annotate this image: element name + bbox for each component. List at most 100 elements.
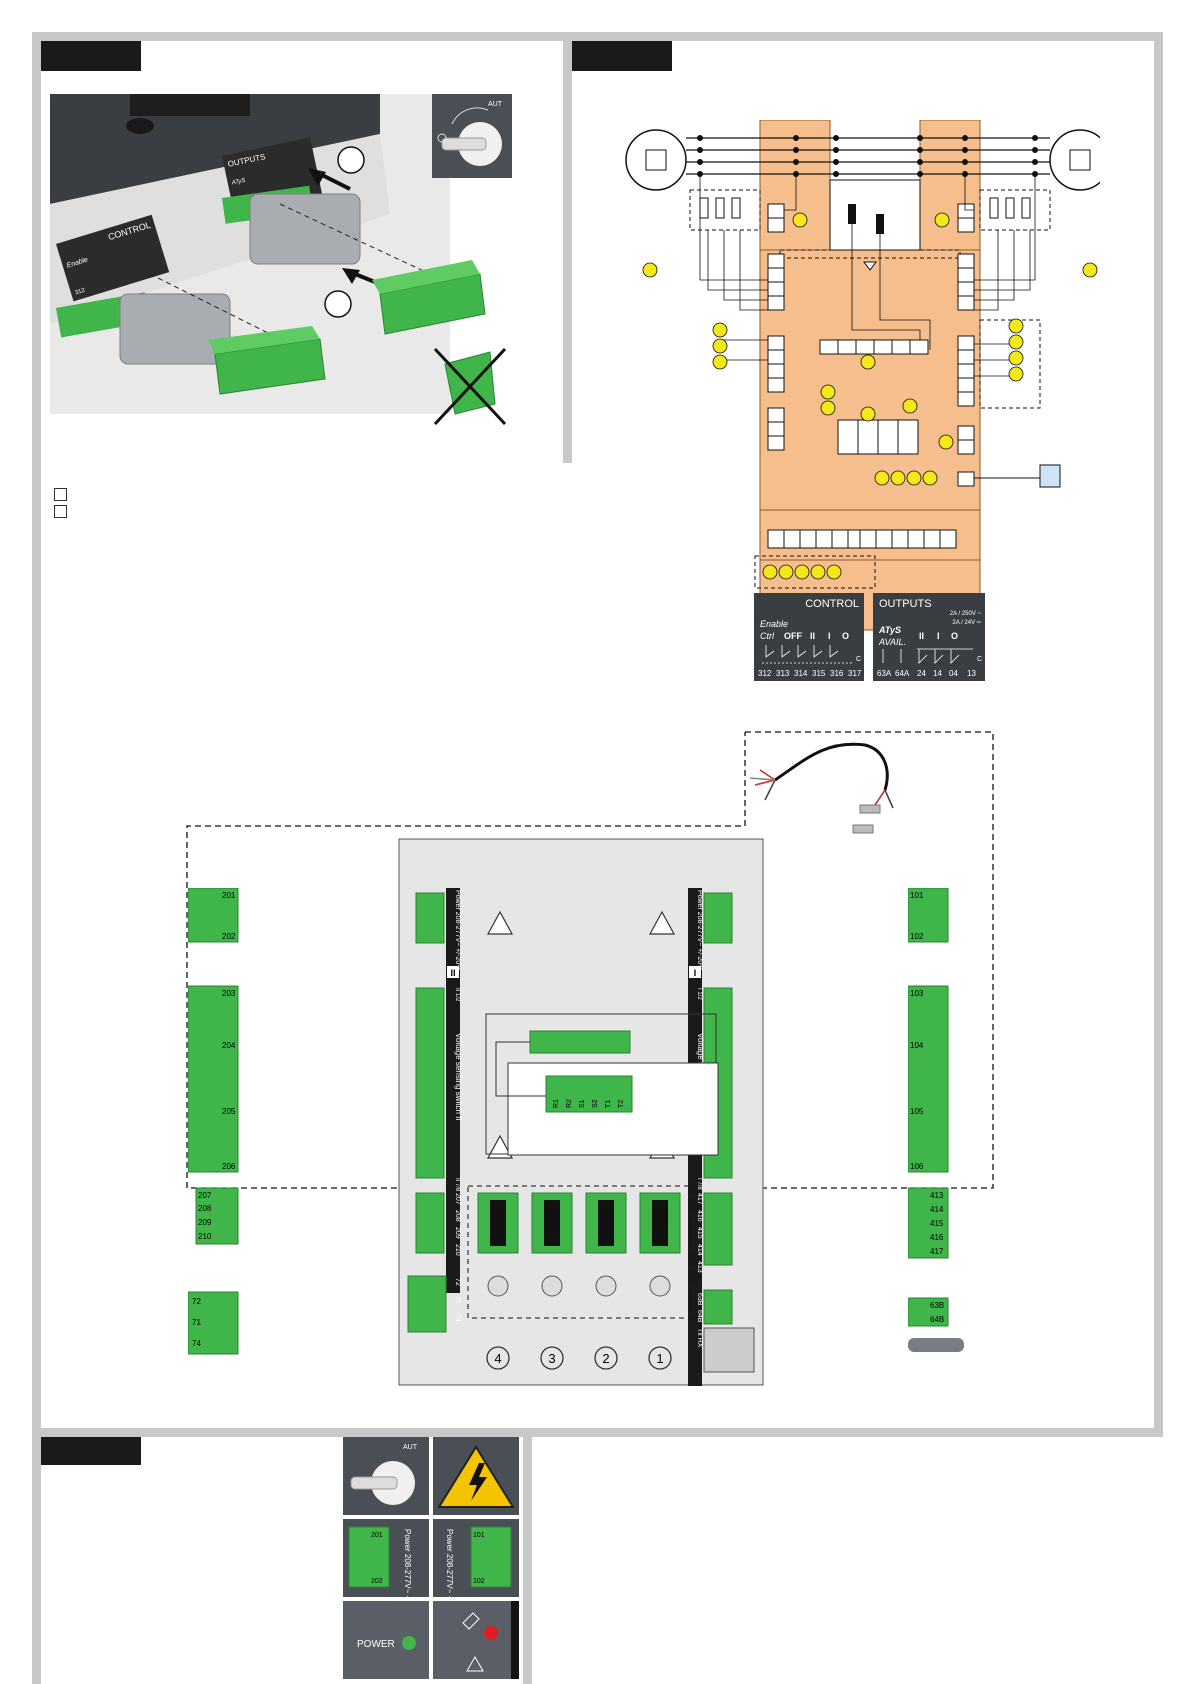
svg-text:T1: T1 (605, 1100, 612, 1108)
svg-text:S1: S1 (579, 1099, 586, 1108)
top-left-panel-label (41, 41, 141, 71)
svg-text:II 7/8: II 7/8 (454, 1178, 460, 1192)
svg-text:II 1/2: II 1/2 (454, 988, 460, 1002)
svg-text:O: O (842, 631, 849, 641)
wrong-plug-crossed (433, 347, 507, 426)
svg-text:04: 04 (949, 669, 958, 678)
svg-text:102: 102 (910, 932, 924, 941)
remote-display-icon (1039, 464, 1061, 488)
warning-icon-1 (486, 910, 514, 935)
terminal-101-102 (908, 888, 949, 943)
terminal-207-210 (195, 1187, 239, 1245)
svg-text:AUT: AUT (488, 101, 503, 108)
svg-text:Power 208-277V~ +/-20%: Power 208-277V~ +/-20% (445, 1529, 454, 1621)
dashed-wiring-outline (186, 731, 994, 1189)
svg-text:210: 210 (454, 1244, 461, 1256)
svg-text:72: 72 (192, 1297, 201, 1306)
svg-text:314: 314 (794, 669, 808, 678)
svg-text:13: 13 (967, 669, 976, 678)
svg-text:201: 201 (371, 1532, 383, 1539)
svg-text:208: 208 (198, 1204, 212, 1213)
svg-text:AVAIL.: AVAIL. (878, 637, 906, 647)
svg-text:OFF: OFF (784, 631, 802, 641)
svg-text:105: 105 (910, 1107, 924, 1116)
connector-installation-illustration: CONTROL Enable 312 OUTPUTS ATyS 63A (50, 94, 507, 426)
svg-text:209: 209 (454, 1227, 461, 1239)
svg-text:206: 206 (222, 1162, 236, 1171)
green-plug-lower[interactable] (208, 326, 326, 395)
terminal-201-202 (188, 888, 239, 943)
terminal-413-417 (908, 1187, 949, 1259)
right-terminal-blocks: 101 102 103 104 105 106 413 414 415 416 … (908, 888, 964, 1352)
svg-text:2A / 24V ═: 2A / 24V ═ (952, 620, 981, 626)
arrow-upper (308, 168, 326, 186)
control-terminal-label: CONTROL Enable Ctrl OFF II I O C 312 313… (754, 593, 864, 681)
board-power-i-terminal (703, 892, 733, 944)
svg-text:203: 203 (222, 989, 236, 998)
svg-text:415: 415 (930, 1219, 944, 1228)
svg-text:315: 315 (812, 669, 826, 678)
svg-text:II: II (919, 631, 924, 641)
svg-text:414: 414 (930, 1205, 944, 1214)
svg-text:63B: 63B (696, 1293, 703, 1306)
svg-text:ATyS: ATyS (230, 178, 246, 187)
svg-text:Power 208-277V~ +/-20%: Power 208-277V~ +/-20% (454, 890, 461, 971)
svg-text:2A / 250V ~: 2A / 250V ~ (950, 611, 982, 617)
svg-text:I 1/2: I 1/2 (696, 988, 702, 1000)
svg-text:POWER: POWER (357, 1639, 395, 1650)
terminal-203-206 (188, 985, 239, 1173)
svg-text:Power 208-277V~ +/-20%: Power 208-277V~ +/-20% (403, 1529, 412, 1621)
green-plug-upper[interactable] (372, 260, 486, 335)
svg-text:208: 208 (454, 1210, 461, 1222)
transfer-switch-schematic (625, 120, 1100, 631)
svg-text:Tx RX: Tx RX (696, 1328, 703, 1348)
svg-text:OUTPUTS: OUTPUTS (879, 598, 932, 610)
svg-text:202: 202 (371, 1578, 383, 1585)
svg-text:202: 202 (222, 932, 236, 941)
svg-text:72: 72 (454, 1278, 461, 1286)
svg-text:201: 201 (222, 891, 236, 900)
svg-text:102: 102 (473, 1578, 485, 1585)
svg-text:II: II (450, 968, 455, 978)
svg-text:64B: 64B (696, 1310, 703, 1323)
svg-text:4: 4 (494, 1351, 501, 1366)
svg-text:101: 101 (473, 1532, 485, 1539)
svg-text:207: 207 (454, 1193, 461, 1205)
svg-text:413: 413 (696, 1261, 703, 1273)
board-72-terminal (407, 1275, 447, 1333)
svg-text:414: 414 (696, 1244, 703, 1256)
svg-text:ATyS: ATyS (878, 625, 901, 635)
svg-text:R1: R1 (553, 1099, 560, 1108)
svg-text:415: 415 (696, 1227, 703, 1239)
svg-text:71: 71 (454, 1296, 461, 1304)
svg-text:64B: 64B (930, 1315, 944, 1324)
terminal-72-74 (188, 1291, 239, 1355)
svg-text:204: 204 (222, 1041, 236, 1050)
svg-text:I: I (694, 968, 697, 978)
svg-text:416: 416 (930, 1233, 944, 1242)
checkbox-1[interactable] (54, 488, 67, 501)
cable-harness (749, 742, 894, 809)
svg-text:14: 14 (933, 669, 942, 678)
board-vs-ii-terminal (415, 987, 445, 1179)
board-power-ii-terminal (415, 892, 445, 944)
warning-icon-small (466, 1655, 484, 1672)
svg-text:312: 312 (758, 669, 772, 678)
svg-text:Power 208-277V~ +/-20%: Power 208-277V~ +/-20% (696, 890, 703, 971)
bracket-right (249, 193, 361, 265)
svg-text:T2: T2 (618, 1100, 625, 1108)
yellow-callouts (642, 212, 1098, 580)
svg-text:416: 416 (696, 1210, 703, 1222)
svg-text:24: 24 (917, 669, 926, 678)
svg-text:1: 1 (656, 1351, 663, 1366)
svg-text:63A: 63A (877, 669, 892, 678)
callout-circle-2 (324, 290, 352, 318)
checkbox-2[interactable] (54, 505, 67, 518)
top-right-panel-label (572, 41, 672, 71)
svg-text:101: 101 (910, 891, 924, 900)
callout-circle-1 (337, 146, 365, 174)
power-led-green (402, 1636, 416, 1650)
svg-text:CONTROL: CONTROL (805, 598, 859, 610)
svg-text:Voltage sensing switch II: Voltage sensing switch II (454, 1033, 463, 1121)
svg-text:I: I (937, 631, 940, 641)
